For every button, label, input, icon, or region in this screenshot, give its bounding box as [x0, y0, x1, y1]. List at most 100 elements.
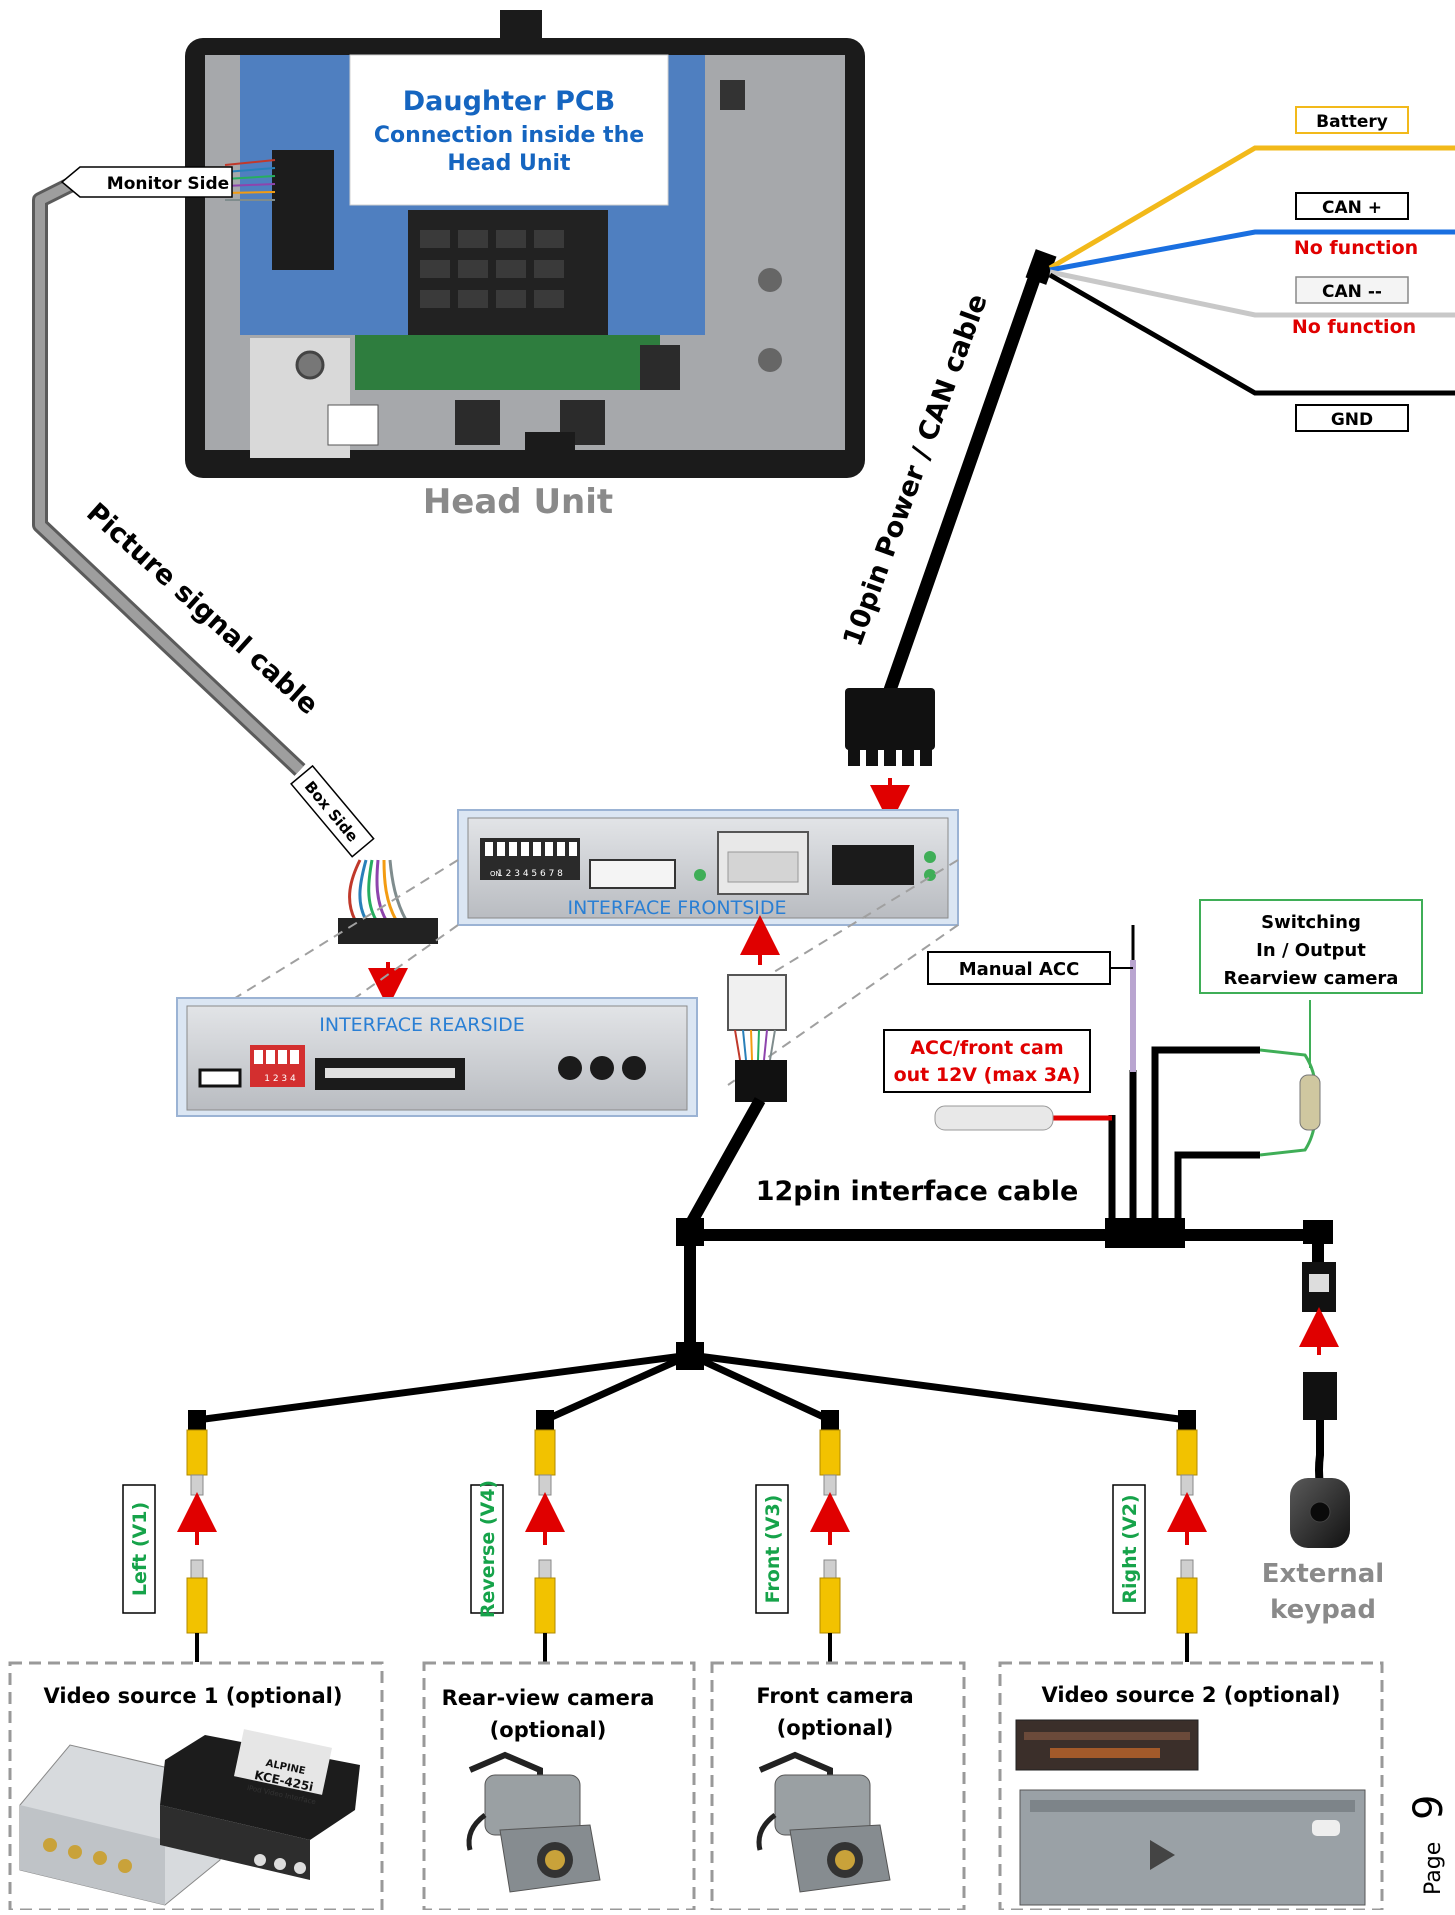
- acc-front-cam-tag: [883, 1029, 1091, 1093]
- top-clip: [500, 10, 542, 50]
- battery-tag: [1295, 106, 1409, 134]
- dip-front-numbers: 1 2 3 4 5 6 7 8: [497, 869, 563, 879]
- switching-line1: Switching: [1261, 912, 1361, 933]
- video-input-v3: Front (V3): [755, 1410, 850, 1662]
- dip-front-on: ON: [490, 870, 501, 878]
- video-label-box-v1: [122, 1484, 156, 1614]
- box-side-tag: Box Side: [290, 764, 375, 858]
- battery-wire: [1048, 145, 1455, 271]
- rear-camera-line1: Rear-view camera: [442, 1686, 655, 1710]
- manual-acc-tag: [927, 951, 1111, 985]
- switching-line2: In / Output: [1256, 940, 1366, 961]
- branch-v1: [196, 1351, 691, 1424]
- video-connectors: Left (V1) Reverse (V4) Front (V3) Right (V2…: [122, 1410, 1207, 1662]
- power-can-connector: [845, 688, 935, 750]
- daughter-pcb-line3: Head Unit: [447, 151, 571, 176]
- interface-rearside-label: INTERFACE REARSIDE: [319, 1014, 525, 1036]
- branch-v3: [688, 1351, 832, 1424]
- can-minus-tag: [1295, 276, 1409, 304]
- daughter-pcb-label-box: [349, 54, 669, 206]
- switch-wire-1: [1151, 1046, 1260, 1220]
- acc-front-cam-line2: out 12V (max 3A): [894, 1064, 1081, 1086]
- guide-line-1: [231, 859, 459, 1001]
- can-minus-note: No function: [1292, 316, 1416, 338]
- external-keypad-line2: keypad: [1270, 1595, 1376, 1625]
- switch-wire-2: [1174, 1151, 1260, 1220]
- video-label-v2: Right (V2): [1119, 1494, 1141, 1603]
- power-can-cable: [883, 259, 1047, 693]
- video-input-v1: Left (V1): [122, 1410, 217, 1662]
- accessory-bundle: [1105, 1218, 1185, 1248]
- front-camera-line2: (optional): [777, 1716, 894, 1740]
- front-camera-line1: Front camera: [756, 1684, 913, 1708]
- power-can-cable-split: [1025, 249, 1057, 285]
- can-plus-wire: [1049, 229, 1455, 273]
- interface-frontside-label: INTERFACE FRONTSIDE: [568, 897, 787, 919]
- front-camera-device: [756, 1751, 891, 1893]
- video-label-v1: Left (V1): [129, 1502, 151, 1596]
- video-label-v4: Reverse (V4): [477, 1480, 499, 1618]
- daughter-pcb-line2: Connection inside the: [374, 123, 644, 148]
- branch-junction: [676, 1342, 704, 1370]
- video-input-v2: Right (V2): [1112, 1410, 1207, 1662]
- can-plus-tag: [1295, 192, 1409, 220]
- manual-acc-label: Manual ACC: [959, 959, 1080, 980]
- ribbon-connector: [272, 150, 334, 270]
- acc-front-cam-line1: ACC/front cam: [910, 1037, 1063, 1059]
- mini-usb-port: [198, 1068, 242, 1088]
- keypad-lead: [1315, 1420, 1324, 1486]
- video-label-box-v2: [1112, 1484, 1146, 1614]
- video-source-2-device: [1015, 1719, 1366, 1906]
- front-10pin-socket: [832, 845, 914, 885]
- ribbon-cable-box-side: [338, 859, 438, 944]
- keypad-wire: [1185, 1229, 1324, 1265]
- rear-jack-1: [558, 1056, 582, 1080]
- rear-jack-3: [622, 1056, 646, 1080]
- guide-line-4: [727, 924, 959, 1086]
- gnd-label: GND: [1331, 410, 1373, 430]
- picture-signal-cable: [35, 175, 304, 774]
- external-keypad-line1: External: [1262, 1559, 1384, 1589]
- dip-rear-numbers: 1 2 3 4: [264, 1074, 296, 1084]
- video-input-v4: Reverse (V4): [470, 1410, 565, 1662]
- battery-label: Battery: [1316, 112, 1388, 132]
- head-unit-caption: Head Unit: [423, 482, 613, 522]
- front-small-connector: [589, 859, 676, 889]
- can-plus-note: No function: [1294, 237, 1418, 259]
- harness-junction: [676, 1218, 704, 1246]
- daughter-pcb-title: Daughter PCB: [403, 86, 616, 117]
- page-label: Page: [1421, 1842, 1446, 1895]
- rear-camera-line2: (optional): [490, 1718, 607, 1742]
- lower-pcb: [355, 335, 660, 390]
- switching-line3: Rearview camera: [1224, 968, 1399, 989]
- video-label-v3: Front (V3): [762, 1495, 784, 1604]
- switch-fuse-holder: [1299, 1074, 1321, 1131]
- 12pin-cable-caption: 12pin interface cable: [756, 1176, 1079, 1207]
- video-label-box-v3: [755, 1484, 789, 1614]
- video-source-1-label: Video source 1 (optional): [44, 1684, 343, 1708]
- gnd-wire: [1048, 272, 1455, 396]
- monitor-side-tag: [60, 166, 233, 198]
- acc-fused-terminal: [934, 1105, 1054, 1131]
- 12pin-sleeve: [735, 1060, 787, 1102]
- rear-jack-2: [590, 1056, 614, 1080]
- gnd-tag: [1295, 404, 1409, 432]
- switching-tag: [1199, 899, 1423, 994]
- page-number: 9: [1406, 1795, 1452, 1820]
- status-led: [694, 869, 706, 881]
- monitor-side-label: Monitor Side: [107, 174, 229, 194]
- 12pin-plug: [727, 974, 787, 1031]
- keypad-plug: [1303, 1372, 1337, 1420]
- video-label-box-v4: [470, 1484, 504, 1614]
- head-unit: [185, 10, 865, 478]
- branch-v2: [689, 1351, 1188, 1424]
- video-source-1-device: ALPINE KCE-425i iPod Video Interface: [19, 1729, 360, 1906]
- source-box-front-camera: [710, 1661, 966, 1912]
- rear-view-camera-device: [466, 1751, 601, 1893]
- video-source-2-label: Video source 2 (optional): [1042, 1683, 1341, 1707]
- can-plus-label: CAN +: [1322, 198, 1382, 218]
- can-minus-wire: [1049, 269, 1455, 318]
- branch-v4: [543, 1351, 692, 1424]
